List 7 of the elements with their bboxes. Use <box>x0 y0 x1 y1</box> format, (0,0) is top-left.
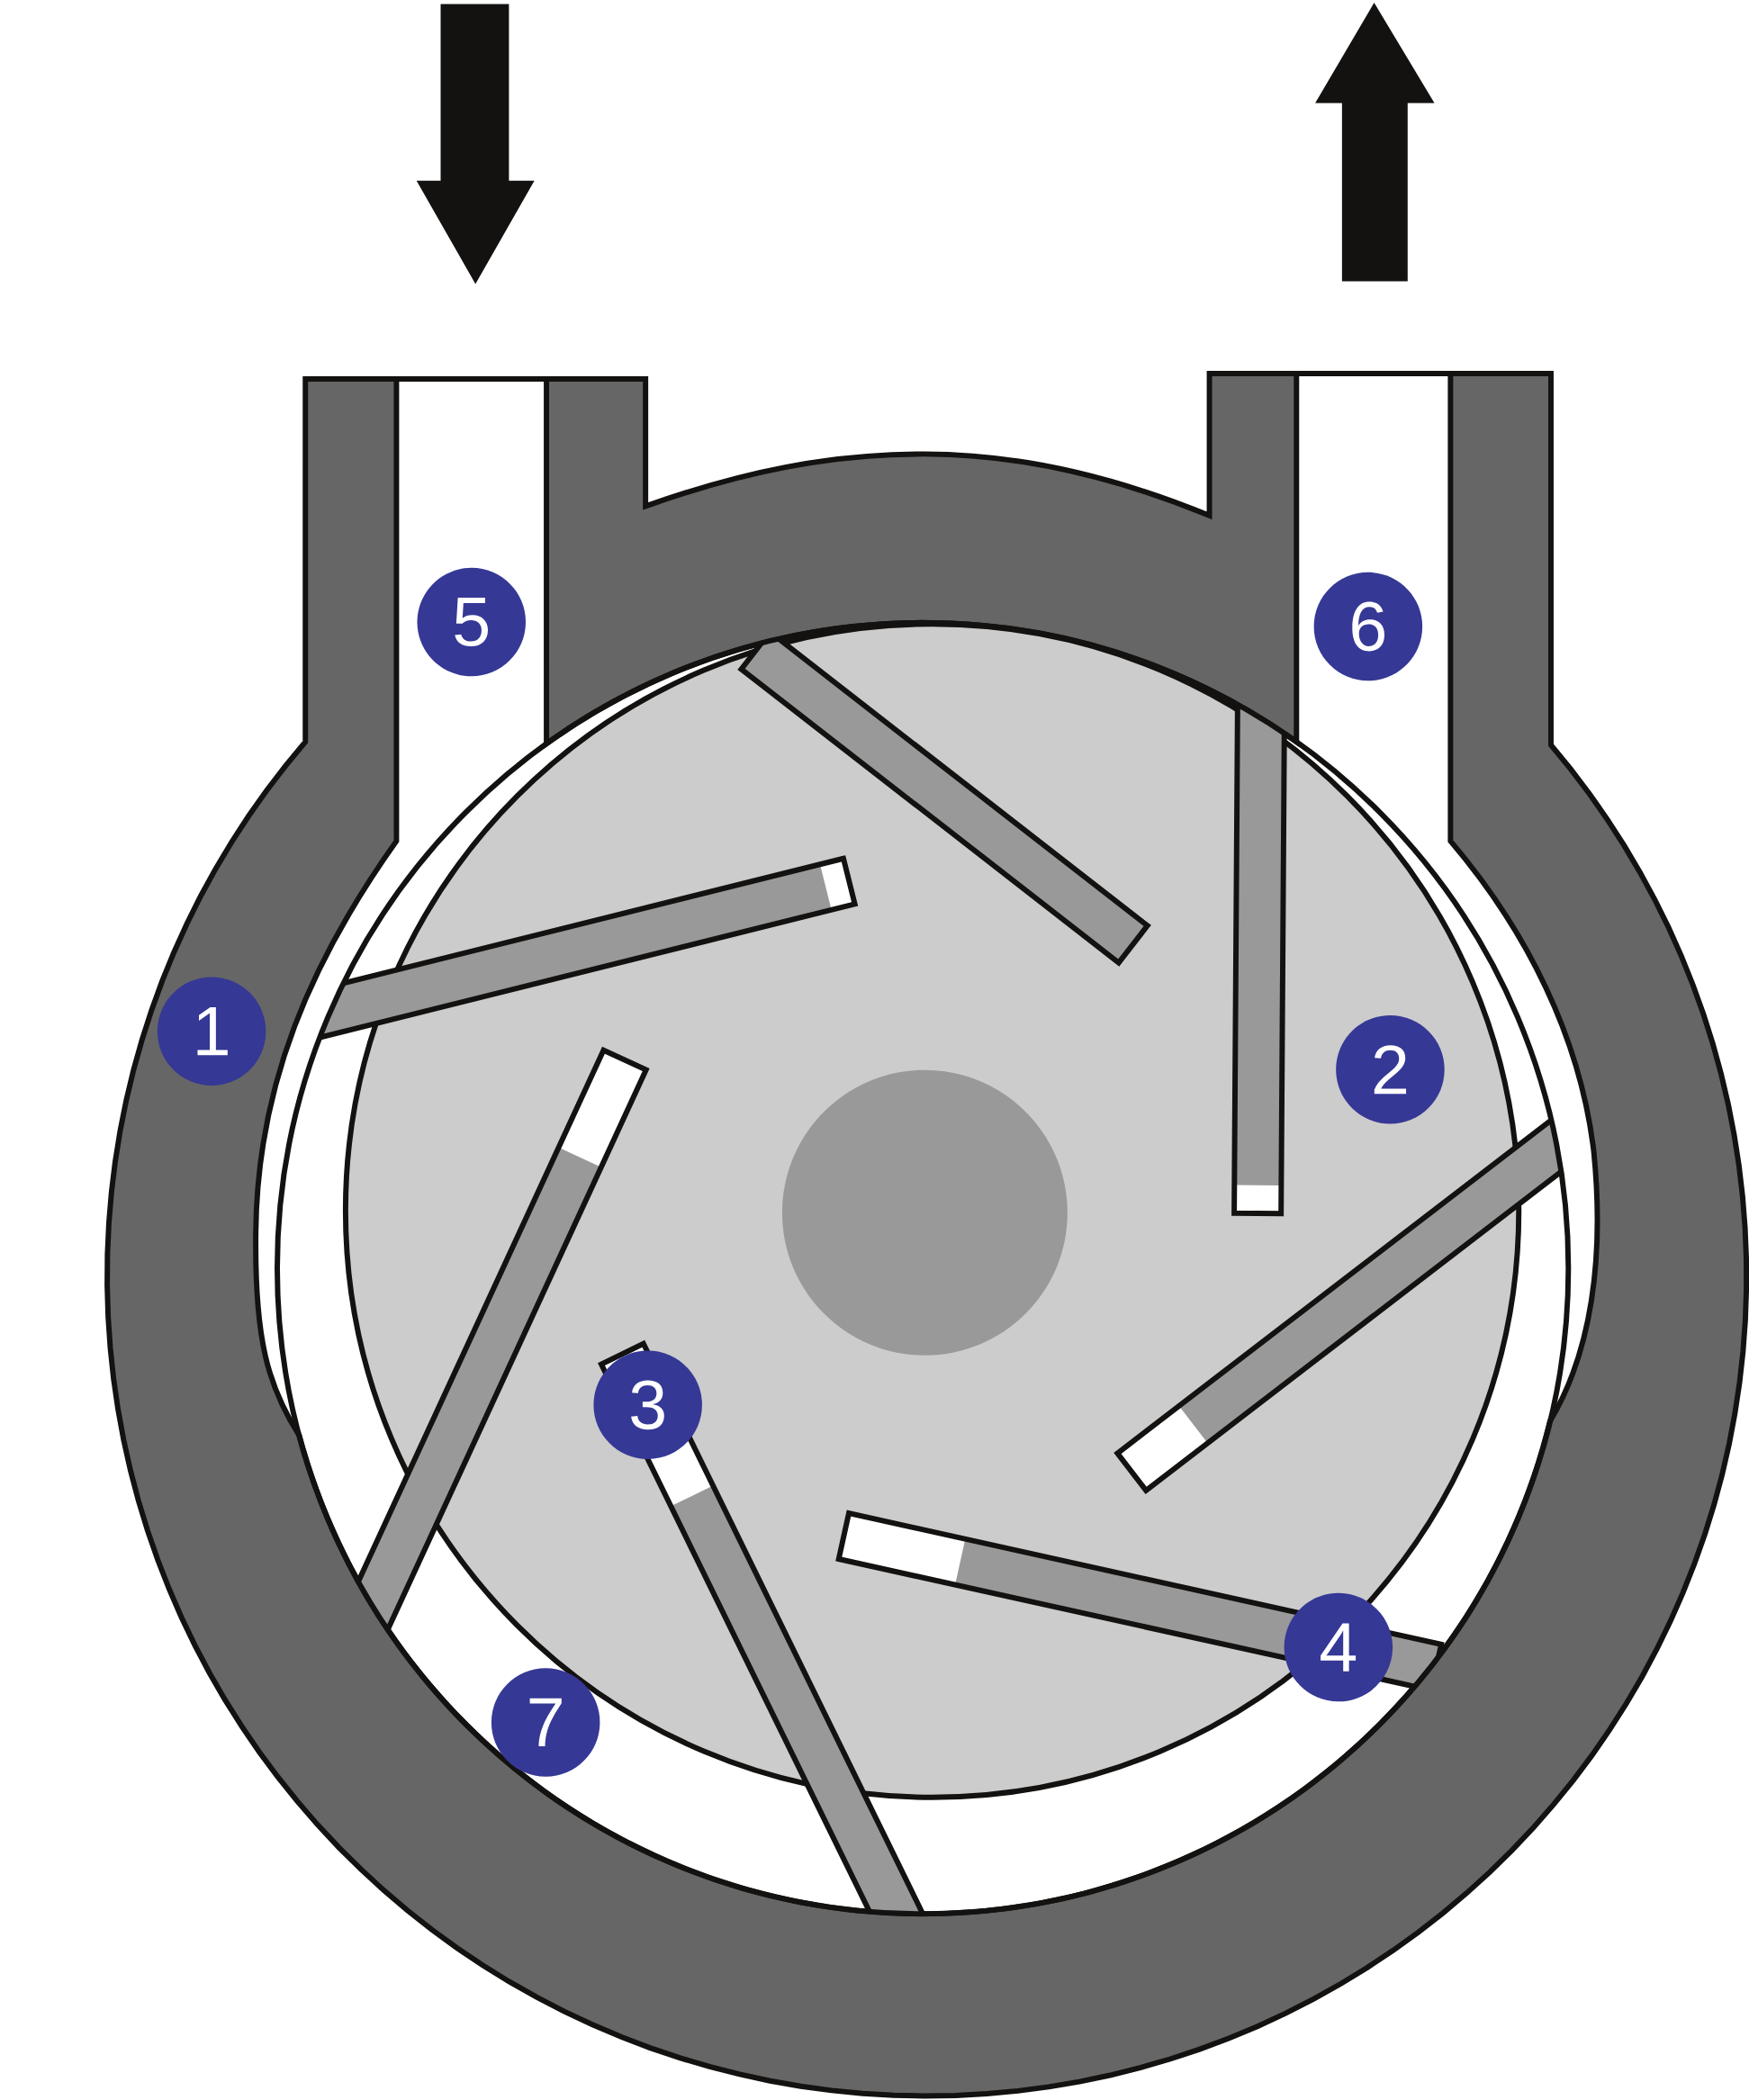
callout-number: 2 <box>1336 1014 1445 1124</box>
callout-number: 6 <box>1313 572 1423 681</box>
callout-number: 3 <box>593 1350 702 1460</box>
callout-number: 7 <box>491 1668 600 1777</box>
callout-number: 4 <box>1284 1592 1393 1702</box>
callout-number: 1 <box>157 977 266 1086</box>
callout-number: 5 <box>417 567 526 677</box>
